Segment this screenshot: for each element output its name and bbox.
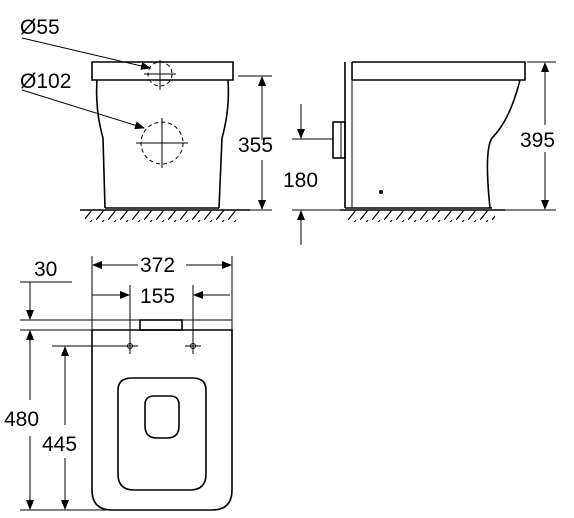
leader-inlet bbox=[21, 89, 145, 130]
top-bowl-outline bbox=[91, 329, 233, 511]
side-view: 180 395 bbox=[283, 61, 556, 245]
label-fixing-length: 445 bbox=[42, 433, 77, 456]
label-fixing-distance: 155 bbox=[140, 285, 175, 308]
label-front-height: 355 bbox=[238, 134, 273, 157]
label-total-width: 372 bbox=[140, 254, 175, 277]
fixing-cross-right bbox=[185, 338, 201, 354]
top-bowl-recess bbox=[144, 395, 180, 439]
front-toilet-body bbox=[91, 61, 234, 209]
label-inlet-diameter: Ø102 bbox=[20, 70, 71, 93]
label-outlet-diameter: Ø55 bbox=[20, 16, 60, 39]
side-floor-hatch bbox=[345, 210, 495, 222]
top-view: 372 155 30 480 445 bbox=[4, 254, 233, 511]
label-total-height: 395 bbox=[520, 129, 555, 152]
side-fixing-point bbox=[379, 190, 383, 194]
side-toilet-body bbox=[344, 61, 526, 209]
label-inlet-height: 180 bbox=[283, 169, 318, 192]
front-view: Ø55 Ø102 355 bbox=[20, 16, 273, 222]
top-seat-opening bbox=[117, 377, 207, 491]
front-floor-hatch bbox=[85, 210, 240, 222]
fixing-cross-left bbox=[122, 338, 138, 354]
leader-outlet bbox=[21, 37, 151, 70]
side-inlet-spigot bbox=[332, 121, 346, 159]
top-hinge-block bbox=[139, 319, 183, 331]
label-total-length: 480 bbox=[4, 408, 39, 431]
label-offset: 30 bbox=[34, 258, 57, 281]
